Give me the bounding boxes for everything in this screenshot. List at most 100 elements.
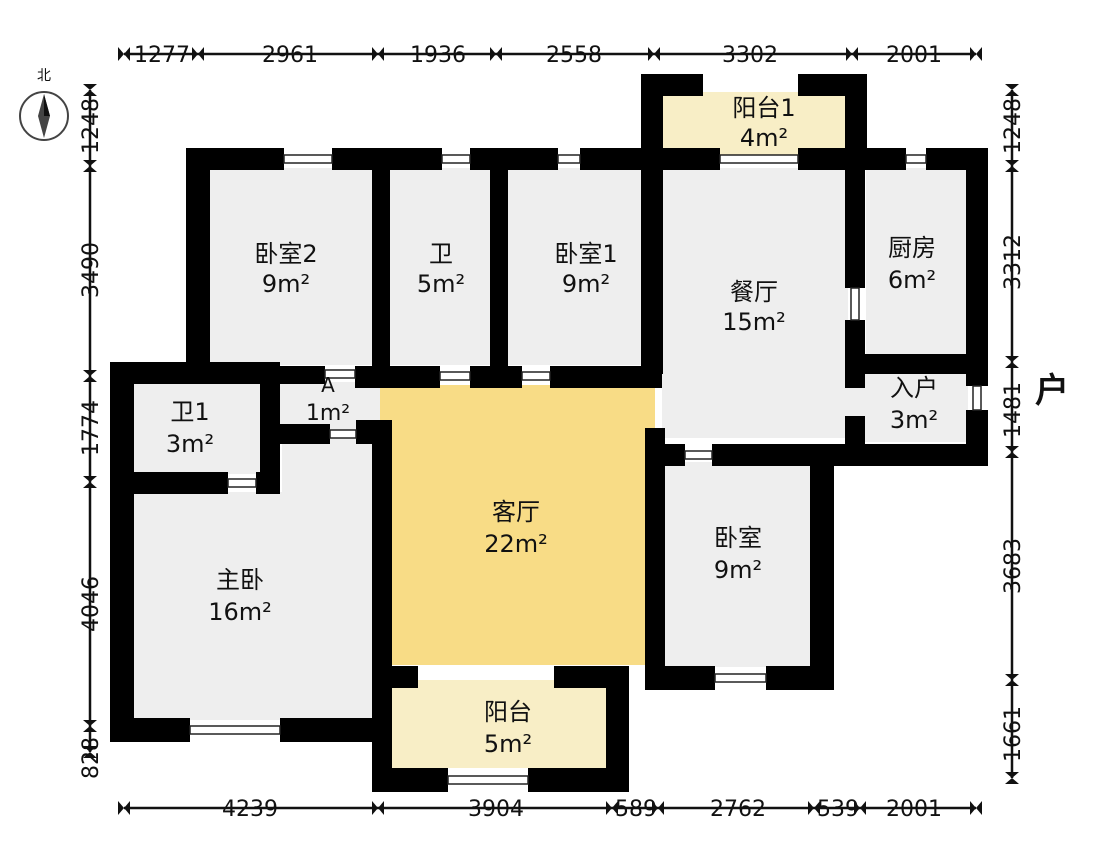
dim-right-2: 3312 [1001,234,1026,290]
room-a-area: 1m² [306,401,350,426]
room-dining-area: 15m² [722,308,786,336]
window [972,385,982,411]
right-dimensions: 1248 3312 1481 3683 1661 [1001,90,1026,778]
window [850,287,860,321]
dimension-tick [192,47,204,61]
window [329,429,357,439]
window [714,673,767,683]
dimension-tick [1005,84,1019,96]
floors [133,92,968,768]
dim-top-4: 2558 [546,43,602,68]
dim-bottom-2: 3904 [468,797,524,822]
dimension-tick [1005,160,1019,172]
room-balcony1-area: 4m² [740,124,788,152]
dimension-tick [846,47,858,61]
dim-right-4: 3683 [1001,538,1026,594]
room-living-area: 22m² [484,530,548,558]
dimension-tick [83,370,97,382]
room-bedroom2-name: 卧室2 [254,240,317,268]
room-living-name: 客厅 [492,498,540,526]
walls [110,74,988,792]
room-bath-name: 卫 [429,240,453,268]
window [557,154,581,164]
dimension-tick [970,47,982,61]
window [324,369,356,379]
dimension-tick [118,47,130,61]
window [447,775,529,785]
north-compass-icon: 北 [19,68,69,141]
dim-top-5: 3302 [722,43,778,68]
dim-bottom-5: 539 [817,797,859,822]
dimension-tick [808,801,820,815]
window [189,725,281,735]
room-bedroom1-name: 卧室1 [554,240,617,268]
dimension-tick [1005,772,1019,784]
room-bedroom-name: 卧室 [714,524,762,552]
dim-right-3: 1481 [1001,382,1026,438]
window [441,154,471,164]
dim-right-5: 1661 [1001,706,1026,762]
dimension-tick [970,801,982,815]
room-balcony1-name: 阳台1 [732,94,795,122]
dimension-tick [372,801,384,815]
room-entry-area: 3m² [890,406,938,434]
dim-left-4: 4046 [79,576,104,632]
dimension-tick [648,47,660,61]
left-dimensions: 1248 3490 1774 4046 828 [79,90,104,779]
dim-bottom-3: 589 [615,797,657,822]
window [521,371,551,381]
dimension-tick [83,746,97,758]
windows [189,154,982,785]
dimension-tick [854,801,866,815]
dimension-tick [118,801,130,815]
room-bath-area: 5m² [417,270,465,298]
dim-top-3: 1936 [410,43,466,68]
dimension-tick [606,801,618,815]
entrance-label: 户 [1035,371,1069,411]
room-kitchen-area: 6m² [888,266,936,294]
dimension-tick [83,476,97,488]
window [439,371,471,381]
dimension-tick [83,720,97,732]
room-entry-name: 入户 [890,374,938,402]
dim-bottom-1: 4239 [222,797,278,822]
dimension-tick [83,160,97,172]
window [684,450,713,460]
room-a-name: A [321,373,335,397]
room-dining-name: 餐厅 [730,278,778,306]
room-balcony-area: 5m² [484,730,532,758]
dim-bottom-6: 2001 [886,797,942,822]
dimension-tick [1005,446,1019,458]
room-bedroom2-area: 9m² [262,270,310,298]
dim-left-2: 3490 [79,242,104,298]
top-dimensions: 1277 2961 1936 2558 3302 2001 [124,43,976,68]
room-bedroom1-area: 9m² [562,270,610,298]
dim-top-6: 2001 [886,43,942,68]
dim-left-3: 1774 [79,400,104,456]
window [719,154,799,164]
room-bath1-area: 3m² [166,430,214,458]
room-bedroom-area: 9m² [714,556,762,584]
dimension-tick [652,801,664,815]
window [227,478,257,488]
dim-bottom-4: 2762 [710,797,766,822]
dim-top-2: 2961 [262,43,318,68]
dim-left-1: 1248 [79,98,104,154]
dimension-tick [372,47,384,61]
room-bath1-name: 卫1 [170,398,209,426]
dimension-tick [1005,356,1019,368]
dim-right-1: 1248 [1001,98,1026,154]
room-kitchen-name: 厨房 [888,234,936,262]
window [905,154,927,164]
dimension-tick [490,47,502,61]
dim-top-1: 1277 [134,43,190,68]
room-master-name: 主卧 [216,566,264,594]
window [283,154,333,164]
bottom-dimensions: 4239 3904 589 2762 539 2001 [124,797,976,822]
dimension-ticks [83,47,1019,815]
room-master-area: 16m² [208,598,272,626]
room-balcony-name: 阳台 [484,698,532,726]
dimension-tick [83,84,97,96]
dimension-tick [1005,674,1019,686]
